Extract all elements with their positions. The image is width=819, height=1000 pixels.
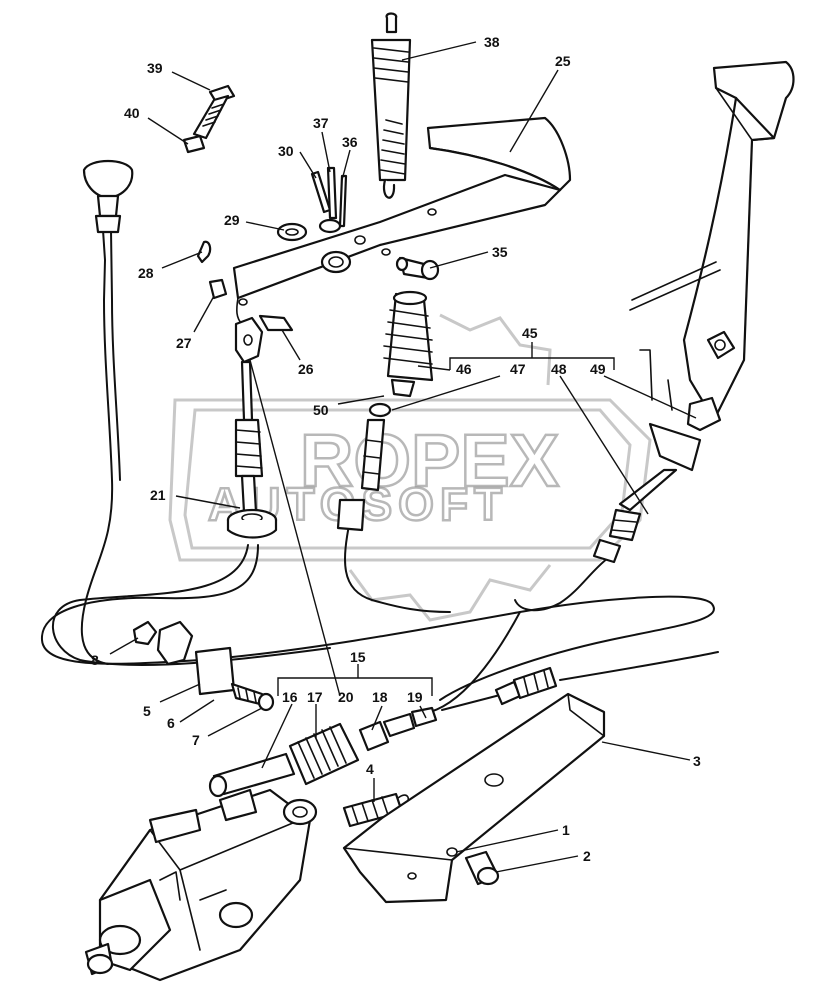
pivot-pins [276,166,348,242]
ball-joint-35 [395,256,440,281]
callout-35: 35 [492,244,508,260]
callout-47: 47 [510,361,526,377]
callout-6: 6 [167,715,175,731]
callout-15: 15 [350,649,366,665]
callout-19: 19 [407,689,423,705]
lock-nut [182,134,206,154]
callout-45: 45 [522,325,538,341]
spring-body [370,38,412,182]
stop-cable [40,544,715,701]
callout-2: 2 [583,848,591,864]
callout-30: 30 [278,143,294,159]
callout-38: 38 [484,34,500,50]
throttle-knob [82,159,134,234]
callout-40: 40 [124,105,140,121]
stop-rod [226,360,278,539]
callout-26: 26 [298,361,314,377]
return-spring [370,12,412,199]
pump-cap [282,798,318,826]
watermark-main: ROPEX [300,419,559,502]
hand-throttle-lever [592,60,795,564]
bracket-body [342,692,606,904]
clamp-plate [194,646,236,696]
callout-18: 18 [372,689,388,705]
callout-5: 5 [143,703,151,719]
pump-cable-assembly [208,666,558,798]
lever-cable [514,557,609,612]
callout-25: 25 [555,53,571,69]
pedal-pivot-hole [320,250,352,274]
leader-lines [109,41,697,873]
callout-16: 16 [282,689,298,705]
callout-8: 8 [91,652,99,668]
bracket-3 [342,692,606,904]
callout-50: 50 [313,402,329,418]
injection-pump [84,788,318,982]
callout-39: 39 [147,60,163,76]
rod-adjuster [234,418,264,478]
callout-28: 28 [138,265,154,281]
clamp-49 [686,396,722,432]
callout-1: 1 [562,822,570,838]
pedal-arm [232,173,562,300]
callout-21: 21 [150,487,166,503]
callout-17: 17 [307,689,323,705]
bellows-boot-46 [336,290,434,532]
callout-49: 49 [590,361,606,377]
clip-and-nut [196,240,228,300]
knob-head [82,159,134,200]
callout-48: 48 [551,361,567,377]
callout-7: 7 [192,732,200,748]
callout-29: 29 [224,212,240,228]
callout-36: 36 [342,134,358,150]
washer-50 [368,402,392,418]
cable-clamp-bracket [132,620,275,712]
callout-20: 20 [338,689,354,705]
accelerator-pedal [232,116,572,325]
callout-3: 3 [693,753,701,769]
callout-37: 37 [313,115,329,131]
callout-4: 4 [366,761,374,777]
callout-labels: 39 40 38 25 37 30 36 29 28 35 27 26 45 4… [91,34,701,864]
washer [276,222,308,242]
knob-cable [80,229,114,665]
adjusting-screw [182,84,236,154]
clevis-26 [234,314,294,364]
callout-27: 27 [176,335,192,351]
lever-arm [682,96,776,422]
centre-cable [344,519,451,613]
callout-46: 46 [456,361,472,377]
cables [40,229,719,713]
